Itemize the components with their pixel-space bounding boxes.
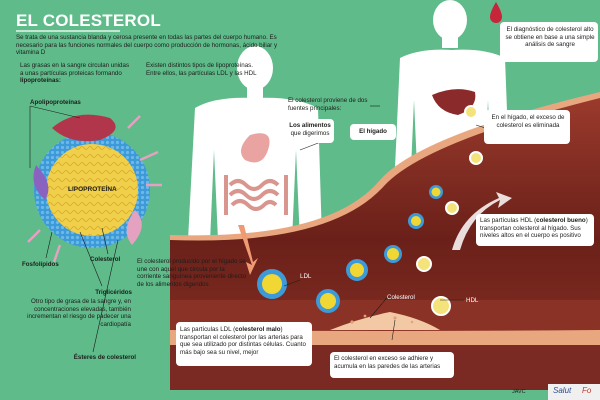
hdl-particles bbox=[416, 105, 483, 316]
food-arrow bbox=[238, 225, 258, 275]
hdl-info-text: Las partículas HDL (colesterol bueno) tr… bbox=[480, 217, 588, 240]
label-trigliceridos: Triglicéridos bbox=[95, 289, 132, 296]
tipos-text: Existen distintos tipos de lipoproteínas… bbox=[146, 62, 257, 77]
alimentos-box bbox=[286, 119, 334, 143]
label-colesterol: Colesterol bbox=[90, 256, 121, 263]
label-hdl: HDL bbox=[466, 297, 479, 304]
ldl-info-box bbox=[176, 322, 312, 366]
page-title: EL COLESTEROL bbox=[16, 11, 161, 30]
ldl-info-text: Las partículas LDL (colesterol malo) tra… bbox=[180, 326, 306, 356]
eliminado-text: En el hígado, el exceso de colesterol es… bbox=[491, 114, 565, 129]
stomach bbox=[241, 133, 270, 163]
intro-text: Se trata de una sustancia blanda y ceros… bbox=[16, 34, 278, 57]
credit-author: JAVC bbox=[512, 389, 526, 395]
diagnostico-text: El diagnóstico de colesterol alto se obt… bbox=[505, 26, 595, 49]
exceso-text: El colesterol en exceso se adhiere y acu… bbox=[334, 355, 441, 370]
label-apolipoproteinas: Apolipoproteínas bbox=[30, 99, 81, 106]
label-fosfolipidos: Fosfolípidos bbox=[22, 261, 59, 268]
intestines bbox=[224, 175, 288, 215]
liver bbox=[432, 89, 476, 115]
label-esteres: Ésteres de colesterol bbox=[73, 354, 136, 361]
label-ldl: LDL bbox=[300, 273, 312, 280]
fuentes-text: El colesterol proviene de dos fuentes pr… bbox=[288, 97, 368, 112]
hdl-info-box bbox=[476, 214, 594, 246]
ldl-particles bbox=[257, 185, 443, 313]
label-lipoproteina: LIPOPROTEÍNA bbox=[68, 186, 117, 193]
higado-box bbox=[350, 124, 396, 140]
blood-drop-icon bbox=[490, 2, 502, 23]
exceso-box bbox=[330, 352, 454, 378]
trigliceridos-desc: Otro tipo de grasa de la sangre y, en co… bbox=[27, 298, 131, 328]
eliminado-box bbox=[484, 110, 570, 144]
plaque bbox=[330, 312, 440, 330]
credit-extra: Fo bbox=[582, 386, 592, 395]
credit-bar bbox=[548, 384, 600, 400]
credit-source: Salut bbox=[553, 386, 572, 395]
alimentos-text: Los alimentos que digerimos bbox=[289, 122, 331, 137]
diagnostico-box bbox=[500, 22, 598, 62]
grasas-text: Las grasas en la sangre circulan unidas … bbox=[20, 62, 130, 85]
producido-text: El colesterol producido por el hígado se… bbox=[137, 258, 247, 288]
higado-label: El hígado bbox=[359, 128, 387, 135]
label-colesterol-arteria: Colesterol bbox=[387, 294, 415, 301]
lipoprotein-sphere bbox=[27, 114, 162, 263]
